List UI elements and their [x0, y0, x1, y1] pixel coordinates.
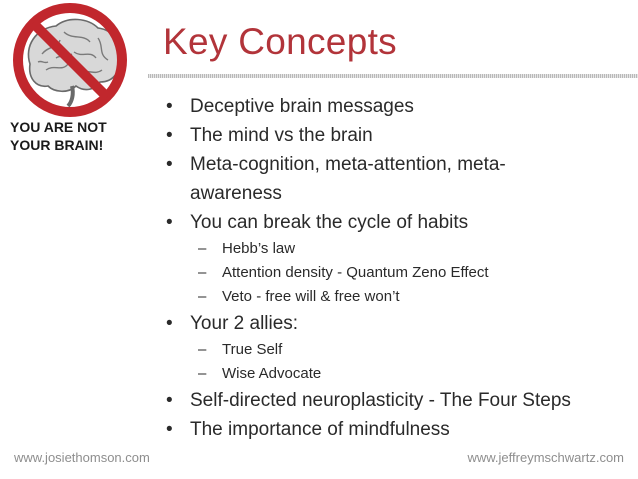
sub-bullet-text: Attention density - Quantum Zeno Effect	[222, 264, 489, 281]
bullet-text: The mind vs the brain	[190, 125, 373, 146]
logo-caption-line-1: YOU ARE NOT	[10, 119, 107, 135]
sub-bullet-text: True Self	[222, 341, 283, 358]
footer-link-right: www.jeffreymschwartz.com	[467, 450, 624, 465]
dash-marker: –	[198, 288, 207, 305]
bullet-text: Your 2 allies:	[190, 313, 299, 334]
footer-link-left: www.josiethomson.com	[14, 450, 150, 465]
bullet-item: • Your 2 allies:	[166, 309, 631, 338]
dash-marker: –	[198, 365, 207, 382]
bullet-text: You can break the cycle of habits	[190, 212, 469, 233]
dash-marker: –	[198, 341, 207, 358]
bullet-text: Self-directed neuroplasticity - The Four…	[190, 390, 571, 411]
sub-bullet-item: – Wise Advocate	[166, 362, 631, 386]
bullet-marker: •	[166, 125, 173, 146]
logo-caption-line-2: YOUR BRAIN!	[10, 137, 104, 153]
sub-bullet-item: – True Self	[166, 338, 631, 362]
bullet-item: • The importance of mindfulness	[166, 415, 631, 444]
bullet-item: • The mind vs the brain	[166, 121, 631, 150]
sub-bullet-text: Hebb’s law	[222, 240, 296, 257]
bullet-item: • Deceptive brain messages	[166, 92, 631, 121]
bullet-item: • You can break the cycle of habits	[166, 208, 631, 237]
bullet-marker: •	[166, 154, 173, 175]
bullet-text: Deceptive brain messages	[190, 96, 414, 117]
bullet-text-continued: awareness	[190, 183, 282, 204]
no-brain-sign-icon	[13, 3, 127, 117]
bullet-marker: •	[166, 313, 173, 334]
sub-bullet-item: – Hebb’s law	[166, 237, 631, 261]
sub-bullet-item: – Attention density - Quantum Zeno Effec…	[166, 261, 631, 285]
bullet-list: • Deceptive brain messages • The mind vs…	[166, 92, 631, 444]
bullet-item: • Self-directed neuroplasticity - The Fo…	[166, 386, 631, 415]
bullet-marker: •	[166, 96, 173, 117]
dash-marker: –	[198, 240, 207, 257]
sub-bullet-text: Wise Advocate	[222, 365, 322, 382]
logo-caption: YOU ARE NOT YOUR BRAIN!	[4, 118, 134, 154]
sub-bullet-text: Veto - free will & free won’t	[222, 288, 400, 305]
bullet-marker: •	[166, 419, 173, 440]
bullet-text: Meta-cognition, meta-attention, meta-	[190, 154, 506, 175]
bullet-marker: •	[166, 212, 173, 233]
slide-title: Key Concepts	[163, 21, 397, 62]
title-divider	[148, 74, 638, 78]
bullet-item: • Meta-cognition, meta-attention, meta- …	[166, 150, 631, 208]
sub-bullet-item: – Veto - free will & free won’t	[166, 285, 631, 309]
bullet-marker: •	[166, 390, 173, 411]
dash-marker: –	[198, 264, 207, 281]
bullet-text: The importance of mindfulness	[190, 419, 450, 440]
